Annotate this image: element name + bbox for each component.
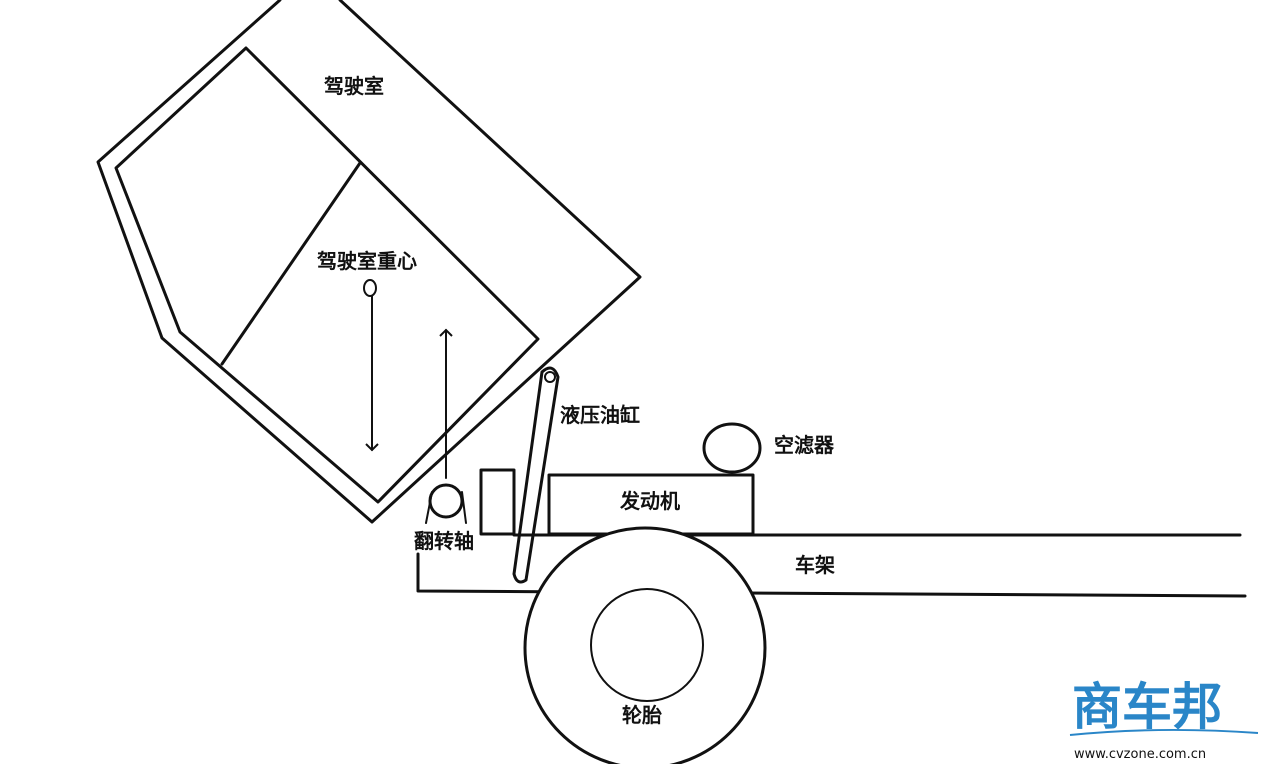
- frame-bottom-rail: [416, 552, 1247, 598]
- label-frame: 车架: [795, 553, 835, 577]
- air-filter: [702, 422, 762, 474]
- label-engine: 发动机: [619, 489, 680, 513]
- watermark-logo-text: 商车邦: [1072, 678, 1222, 736]
- watermark-url: www.cvzone.com.cn: [1074, 747, 1206, 762]
- cab-cog-marker: [363, 279, 377, 297]
- label-air-filter: 空滤器: [774, 433, 835, 457]
- cylinder-top-pin: [544, 371, 556, 383]
- watermark-swoosh: [1069, 728, 1259, 736]
- label-hydraulic-cylinder: 液压油缸: [560, 403, 640, 427]
- cab-outer-outline: [96, 0, 642, 524]
- label-cab-cog: 驾驶室重心: [317, 249, 417, 273]
- tilt-shaft-bracket: [425, 491, 467, 524]
- cab-door-line: [220, 161, 362, 366]
- label-cab: 驾驶室: [324, 74, 384, 98]
- cab-inner-outline: [114, 46, 540, 504]
- support-block: [479, 468, 516, 536]
- label-tire: 轮胎: [622, 703, 662, 727]
- label-tilt-shaft: 翻转轴: [414, 529, 474, 553]
- watermark-logo: 商车邦 www.cvzone.com.cn: [1069, 678, 1259, 762]
- tire-inner-rim: [590, 588, 704, 702]
- tilt-shaft-circle: [428, 483, 464, 519]
- tire-outer[interactable]: [523, 526, 767, 764]
- hydraulic-cylinder: [512, 366, 560, 584]
